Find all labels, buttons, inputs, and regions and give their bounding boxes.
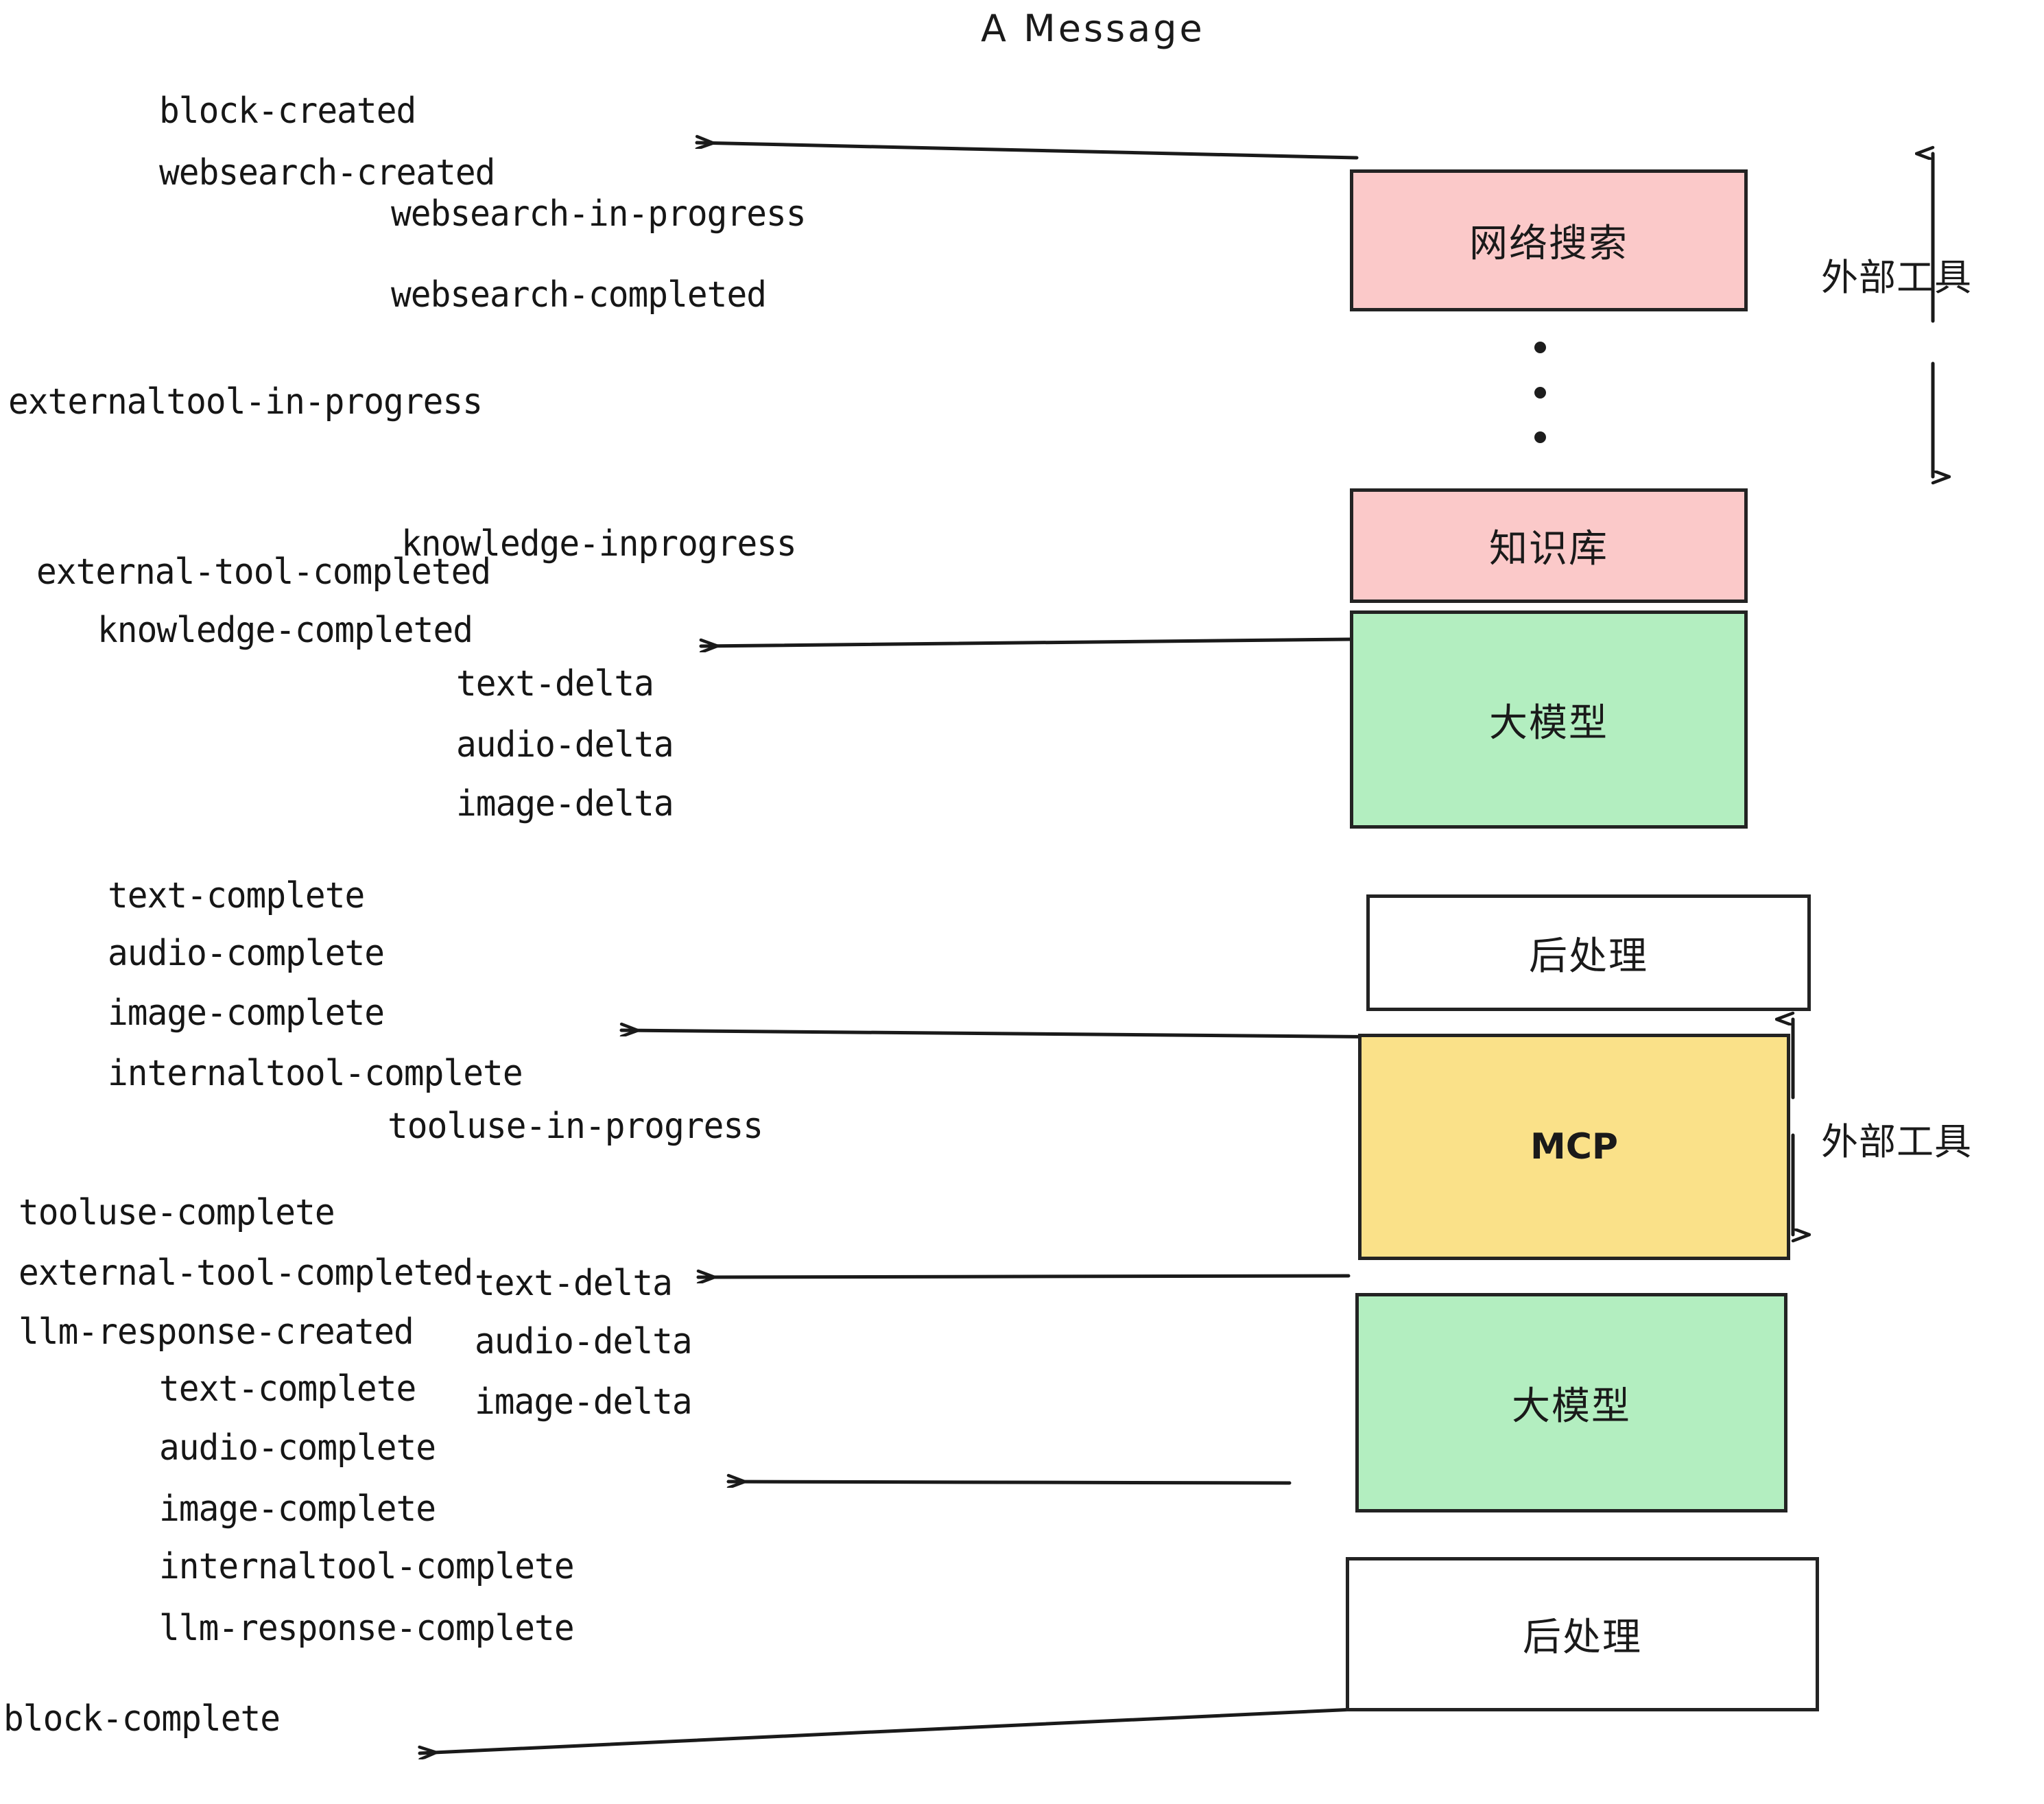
event-label: tooluse-in-progress xyxy=(388,1105,763,1147)
event-label: text-complete xyxy=(108,875,365,916)
page-title: A Message xyxy=(981,7,1205,50)
event-label: websearch-created xyxy=(159,152,495,193)
scope-label: 外部工具 xyxy=(1821,256,1972,299)
event-label: audio-complete xyxy=(108,933,385,975)
component-box[interactable]: MCP xyxy=(1358,1034,1790,1260)
flow-arrow xyxy=(699,637,1352,646)
event-label: image-delta xyxy=(475,1381,693,1423)
event-label: image-complete xyxy=(108,992,385,1034)
component-box[interactable]: 大模型 xyxy=(1355,1293,1787,1512)
event-label: external-tool-completed xyxy=(36,551,491,593)
event-label: externaltool-in-progress xyxy=(8,381,483,423)
event-label: image-delta xyxy=(456,783,674,825)
event-label: audio-delta xyxy=(456,724,674,765)
flow-arrow xyxy=(695,143,1359,160)
event-label: text-complete xyxy=(159,1368,416,1410)
event-label: knowledge-inprogress xyxy=(401,523,797,565)
event-label: image-complete xyxy=(159,1488,436,1530)
event-label: external-tool-completed xyxy=(19,1252,473,1294)
flow-arrow xyxy=(619,1030,1407,1039)
component-box[interactable]: 网络搜索 xyxy=(1350,169,1748,311)
event-label: text-delta xyxy=(456,663,654,705)
event-label: tooluse-complete xyxy=(19,1191,335,1233)
event-label: audio-delta xyxy=(475,1320,693,1362)
event-label: internaltool-complete xyxy=(159,1546,575,1588)
event-label: llm-response-created xyxy=(19,1312,414,1353)
scope-label: 外部工具 xyxy=(1821,1120,1972,1163)
event-label: websearch-completed xyxy=(391,274,767,316)
event-label: audio-complete xyxy=(159,1427,436,1469)
component-box[interactable]: 后处理 xyxy=(1346,1557,1819,1711)
flow-arrow xyxy=(726,1482,1292,1483)
component-box[interactable]: 大模型 xyxy=(1350,610,1748,829)
event-label: llm-response-complete xyxy=(159,1608,575,1650)
event-label: block-complete xyxy=(3,1698,281,1740)
event-label: text-delta xyxy=(475,1263,673,1304)
event-label: knowledge-completed xyxy=(97,609,473,651)
component-box[interactable]: 知识库 xyxy=(1350,488,1748,603)
component-box[interactable]: 后处理 xyxy=(1366,894,1811,1011)
event-label: block-created xyxy=(159,90,416,132)
event-label: websearch-in-progress xyxy=(391,193,807,235)
vertical-ellipsis-icon xyxy=(1534,342,1546,443)
flow-arrow xyxy=(696,1276,1351,1277)
flow-arrow xyxy=(420,1707,1357,1753)
event-label: internaltool-complete xyxy=(108,1052,523,1094)
